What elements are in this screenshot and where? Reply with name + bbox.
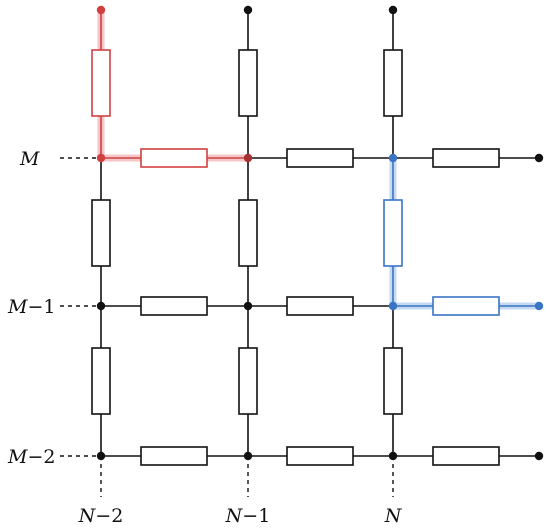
node-top-n-minus-2 xyxy=(96,5,106,15)
vertical-resistors xyxy=(91,49,403,415)
resistor-v-col-n-minus-1-mid xyxy=(238,199,258,267)
nodes xyxy=(96,5,544,461)
node-m-minus-1-n-minus-2 xyxy=(96,301,106,311)
dashed-extensions xyxy=(60,157,394,497)
node-m-n-minus-1 xyxy=(243,153,253,163)
column-labels: N−2 N−1 N xyxy=(78,505,403,527)
resistor-v-col-n-minus-2-mid xyxy=(91,199,111,267)
resistor-v-col-n-mid xyxy=(383,199,403,267)
node-m-minus-1-n xyxy=(388,301,398,311)
resistor-v-col-n-minus-2-bottom xyxy=(91,347,111,415)
resistor-v-col-n-top xyxy=(383,49,403,117)
column-label-n: N xyxy=(384,505,403,527)
resistor-h-row-m-minus-1-2 xyxy=(286,296,354,316)
column-label-n-minus-2: N−2 xyxy=(78,505,124,527)
node-m-minus-2-right xyxy=(534,451,544,461)
node-m-n-minus-2 xyxy=(96,153,106,163)
resistor-v-col-n-minus-2-top xyxy=(91,49,111,117)
node-top-n-minus-1 xyxy=(243,5,253,15)
resistor-h-row-m-minus-1-3 xyxy=(432,296,500,316)
resistor-h-row-m-minus-1-1 xyxy=(140,296,208,316)
resistor-h-row-m-1 xyxy=(140,148,208,168)
node-m-minus-2-n-minus-1 xyxy=(243,451,253,461)
resistor-h-row-m-minus-2-3 xyxy=(432,446,500,466)
column-label-n-minus-1: N−1 xyxy=(225,505,271,527)
row-label-m-minus-1: M−1 xyxy=(7,296,55,318)
resistor-v-col-n-bottom xyxy=(383,347,403,415)
node-m-minus-2-n-minus-2 xyxy=(96,451,106,461)
node-m-n xyxy=(388,153,398,163)
node-m-minus-2-n xyxy=(388,451,398,461)
blue-path-glow xyxy=(389,154,543,310)
node-m-minus-1-n-minus-1 xyxy=(243,301,253,311)
row-label-m-minus-2: M−2 xyxy=(7,446,55,468)
resistor-h-row-m-minus-2-1 xyxy=(140,446,208,466)
resistor-h-row-m-minus-2-2 xyxy=(286,446,354,466)
resistor-h-row-m-3 xyxy=(432,148,500,168)
horizontal-resistors xyxy=(140,148,500,466)
red-path-glow xyxy=(97,8,252,162)
node-m-right xyxy=(534,153,544,163)
row-labels: M M−1 M−2 xyxy=(7,148,55,468)
resistor-h-row-m-2 xyxy=(286,148,354,168)
node-top-n xyxy=(388,5,398,15)
resistor-v-col-n-minus-1-bottom xyxy=(238,347,258,415)
row-label-m: M xyxy=(19,148,40,170)
resistor-v-col-n-minus-1-top xyxy=(238,49,258,117)
node-m-minus-1-right xyxy=(534,301,544,311)
